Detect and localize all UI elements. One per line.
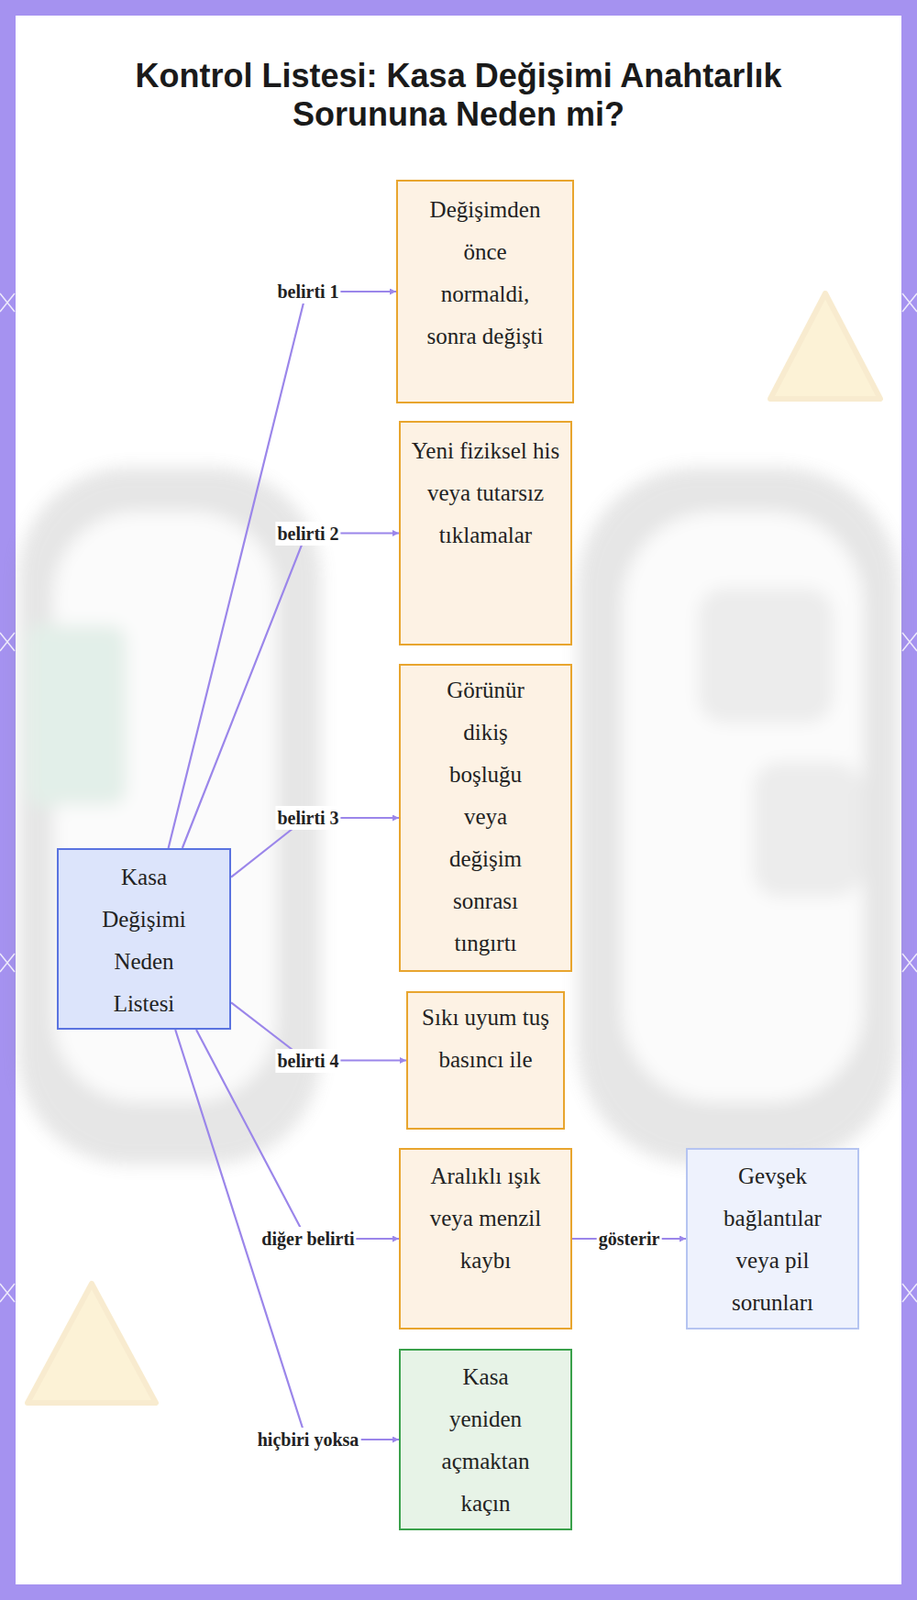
edge-label: belirti 3 bbox=[275, 806, 341, 830]
connector-arrow bbox=[175, 1029, 399, 1440]
connector-arrow bbox=[168, 291, 397, 849]
connector-arrow bbox=[182, 533, 399, 850]
edge-label: belirti 2 bbox=[275, 521, 341, 546]
button-shape bbox=[696, 586, 835, 725]
frame-inner bbox=[15, 15, 902, 1585]
warning-icons bbox=[27, 293, 881, 1404]
edge-label: hiçbiri yoksa bbox=[255, 1427, 362, 1452]
checklist-box: Görünür dikiş boşluğu veya değişim sonra… bbox=[398, 663, 573, 973]
warning-triangle bbox=[770, 293, 881, 399]
remote-shape bbox=[623, 513, 862, 1101]
box-text: Aralıklı ışık veya menzil kaybı bbox=[412, 1155, 560, 1282]
diagram-title: Kontrol Listesi: Kasa Değişimi Anahtarlı… bbox=[91, 56, 826, 134]
edge-label: diğer belirti bbox=[259, 1226, 356, 1251]
checklist-box: Gevşek bağlantılar veya pil sorunları bbox=[685, 1148, 860, 1330]
box-text: Yeni fiziksel his veya tutarsız tıklamal… bbox=[408, 430, 564, 557]
edge-label: gösterir bbox=[596, 1226, 663, 1251]
box-text: Kasa yeniden açmaktan kaçın bbox=[434, 1356, 538, 1525]
checklist-box: Sıkı uyum tuş basıncı ile bbox=[406, 991, 565, 1130]
checklist-box: Aralıklı ışık veya menzil kaybı bbox=[398, 1148, 573, 1330]
box-text: Kasa Değişimi Neden Listesi bbox=[87, 856, 202, 1026]
warning-triangle bbox=[27, 1283, 156, 1404]
box-text: Görünür dikiş boşluğu veya değişim sonra… bbox=[434, 669, 538, 965]
checklist-box: Yeni fiziksel his veya tutarsız tıklamal… bbox=[398, 420, 573, 646]
edge-label: belirti 4 bbox=[275, 1049, 341, 1073]
frame-mark bbox=[0, 293, 15, 1303]
remote-shape bbox=[577, 467, 899, 1165]
checklist-box: Değişimden önce normaldi, sonra değişti bbox=[396, 179, 575, 404]
edge-label: belirti 1 bbox=[275, 279, 341, 304]
box-text: Değişimden önce normaldi, sonra değişti bbox=[425, 188, 545, 358]
connector-arrow bbox=[196, 1029, 399, 1239]
checklist-box: Kasa yeniden açmaktan kaçın bbox=[398, 1348, 573, 1531]
frame-mark bbox=[902, 293, 917, 1303]
box-text: Gevşek bağlantılar veya pil sorunları bbox=[712, 1155, 834, 1325]
board-shape bbox=[27, 623, 129, 807]
root-box: Kasa Değişimi Neden Listesi bbox=[56, 848, 232, 1030]
button-shape bbox=[751, 761, 862, 899]
box-text: Sıkı uyum tuş basıncı ile bbox=[417, 996, 555, 1082]
